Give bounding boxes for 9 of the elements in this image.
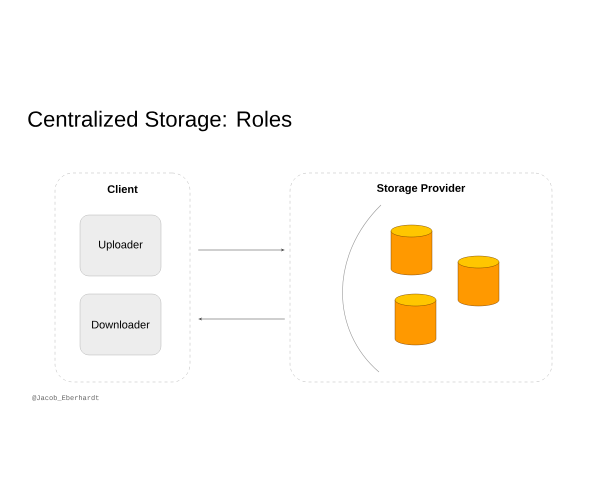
arrow xyxy=(198,318,286,320)
arrow xyxy=(198,248,284,252)
role-box: Uploader xyxy=(80,214,162,276)
database-cylinder xyxy=(458,256,500,306)
database-cylinder xyxy=(394,294,436,346)
database-cylinder xyxy=(390,224,432,276)
dashed-group-box: Storage Provider xyxy=(290,172,552,382)
slide-title: Centralized Storage: Roles xyxy=(28,110,292,132)
role-box: Downloader xyxy=(80,294,162,356)
